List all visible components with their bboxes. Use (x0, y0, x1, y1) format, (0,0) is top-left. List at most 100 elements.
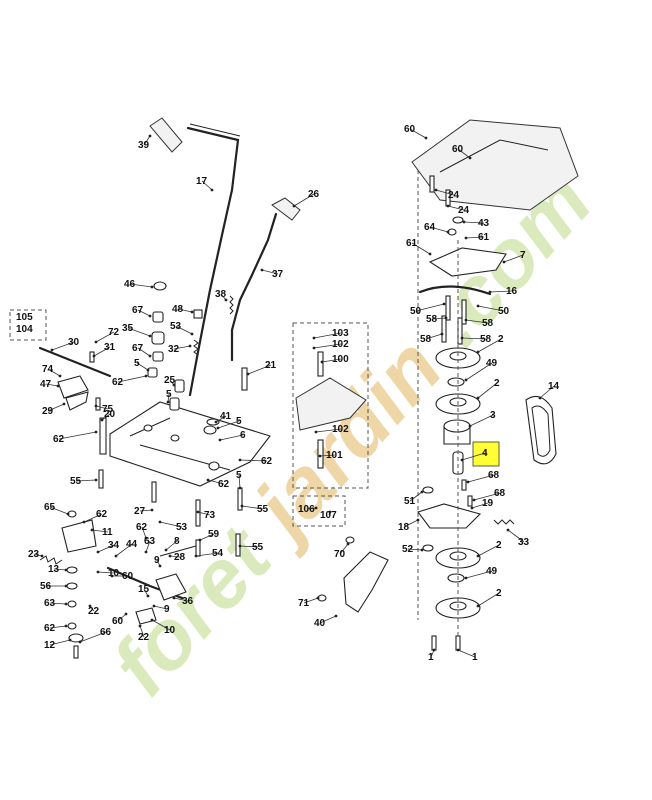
leader-dot-c59 (198, 538, 202, 542)
leader-dot-c67b (148, 354, 152, 358)
leader-dot-c100 (320, 360, 324, 364)
leader-dot-c35 (148, 334, 152, 338)
bracket-47 (57, 375, 89, 399)
callout-label-c17: 17 (196, 176, 208, 187)
leader-dot-c2c (476, 554, 480, 558)
leader-dot-c26 (292, 204, 296, 208)
bolt-58a (445, 295, 451, 321)
callout-label-c11: 11 (102, 527, 113, 538)
leader-line-c3 (469, 414, 494, 427)
leader-dot-c38 (224, 298, 228, 302)
callout-label-c73: 73 (204, 510, 216, 521)
washer-52 (422, 544, 434, 552)
callout-label-c107: 107 (320, 510, 337, 521)
leader-line-c41 (215, 415, 227, 423)
leader-line-c58b (465, 319, 489, 324)
callout-label-c62c: 62 (261, 456, 273, 467)
bolt-58b (461, 299, 467, 325)
leader-line-c54 (195, 552, 219, 557)
callout-label-c8: 8 (174, 536, 180, 547)
callout-label-c60c: 60 (404, 124, 416, 135)
callout-label-c4: 4 (482, 448, 488, 459)
leader-dot-c68a (466, 480, 470, 484)
washer-62 (67, 622, 77, 630)
bushing-25 (174, 379, 185, 393)
leader-line-c34 (97, 544, 115, 553)
leader-line-c102a (313, 343, 342, 349)
leader-dot-c1b (456, 648, 460, 652)
leader-dot-c72 (94, 340, 98, 344)
leader-line-c31 (93, 346, 111, 357)
leader-line-c17 (201, 180, 213, 191)
callout-label-c6: 6 (240, 430, 246, 441)
leader-dot-c12 (68, 638, 72, 642)
leader-dot-c62d (206, 478, 210, 482)
leader-line-c63a (145, 540, 151, 553)
pin-100 (317, 351, 324, 377)
leader-dot-c9a (158, 564, 162, 568)
bushing-67a (152, 311, 164, 323)
leader-line-c50b (477, 305, 505, 312)
callout-label-c68a: 68 (488, 470, 500, 481)
leader-dot-c68b (472, 498, 476, 502)
callout-label-c68b: 68 (494, 488, 506, 499)
leader-dot-c55a (94, 478, 98, 482)
leader-dot-c2b (476, 396, 480, 400)
plate-hole-1 (143, 424, 153, 432)
leader-dot-c40 (334, 614, 338, 618)
leader-dot-c60b (124, 612, 128, 616)
bushing-5a (147, 367, 158, 378)
leader-dot-c43 (462, 220, 466, 224)
callout-label-c24b: 24 (458, 205, 470, 216)
leader-line-c53a (175, 325, 193, 335)
leader-line-c58c (425, 333, 443, 340)
callout-label-c48: 48 (172, 304, 184, 315)
shaft-4 (452, 451, 464, 475)
leader-dot-c39 (148, 134, 152, 138)
leader-dot-c65 (66, 512, 70, 516)
leader-line-c67a (137, 309, 151, 317)
leader-line-c1b (457, 649, 476, 658)
callout-label-c74: 74 (42, 364, 54, 375)
callout-label-c2a: 2 (498, 334, 504, 345)
callout-label-c3: 3 (490, 410, 496, 421)
right-assembly (411, 119, 579, 651)
callout-label-c55b: 55 (257, 504, 269, 515)
leader-dot-c34 (96, 550, 100, 554)
leader-line-c58a (431, 317, 447, 320)
leader-line-c70 (339, 543, 349, 555)
leader-line-c27 (139, 509, 153, 512)
callout-label-c22b: 22 (138, 632, 150, 643)
leader-line-c10a (97, 571, 115, 574)
leader-dot-c62f (144, 536, 148, 540)
frame-plate-cutout (439, 139, 549, 173)
callout-label-c65: 65 (44, 502, 56, 513)
leader-line-c62d (207, 479, 225, 485)
leader-line-c55a (75, 479, 97, 482)
bolt-1a (431, 635, 437, 651)
bolt-24a (429, 175, 435, 193)
leader-line-c18 (403, 519, 419, 528)
lever-11 (61, 519, 97, 553)
bracket-18 (417, 503, 482, 529)
shift-lever-rod (186, 126, 240, 397)
callout-label-c72: 72 (108, 327, 120, 338)
leader-dot-c13 (64, 568, 68, 572)
leader-dot-c22b (138, 624, 142, 628)
callout-label-c106: 106 (298, 504, 315, 515)
bearing-49b (447, 573, 465, 583)
leader-line-c49a (465, 362, 493, 381)
shift-lever-rod-edge (189, 123, 241, 137)
bearing-49a (447, 377, 465, 387)
leader-line-c61b (411, 242, 431, 255)
callout-label-c35: 35 (122, 323, 134, 334)
bolt-58d (457, 317, 463, 345)
callout-label-c7: 7 (520, 250, 526, 261)
leader-line-c75 (95, 405, 109, 410)
leader-dot-c62b (94, 430, 98, 434)
callout-label-c10a: 10 (108, 568, 120, 579)
spring-32 (193, 339, 199, 356)
callout-label-c62b: 62 (53, 434, 65, 445)
leader-dot-c62e (82, 520, 86, 524)
